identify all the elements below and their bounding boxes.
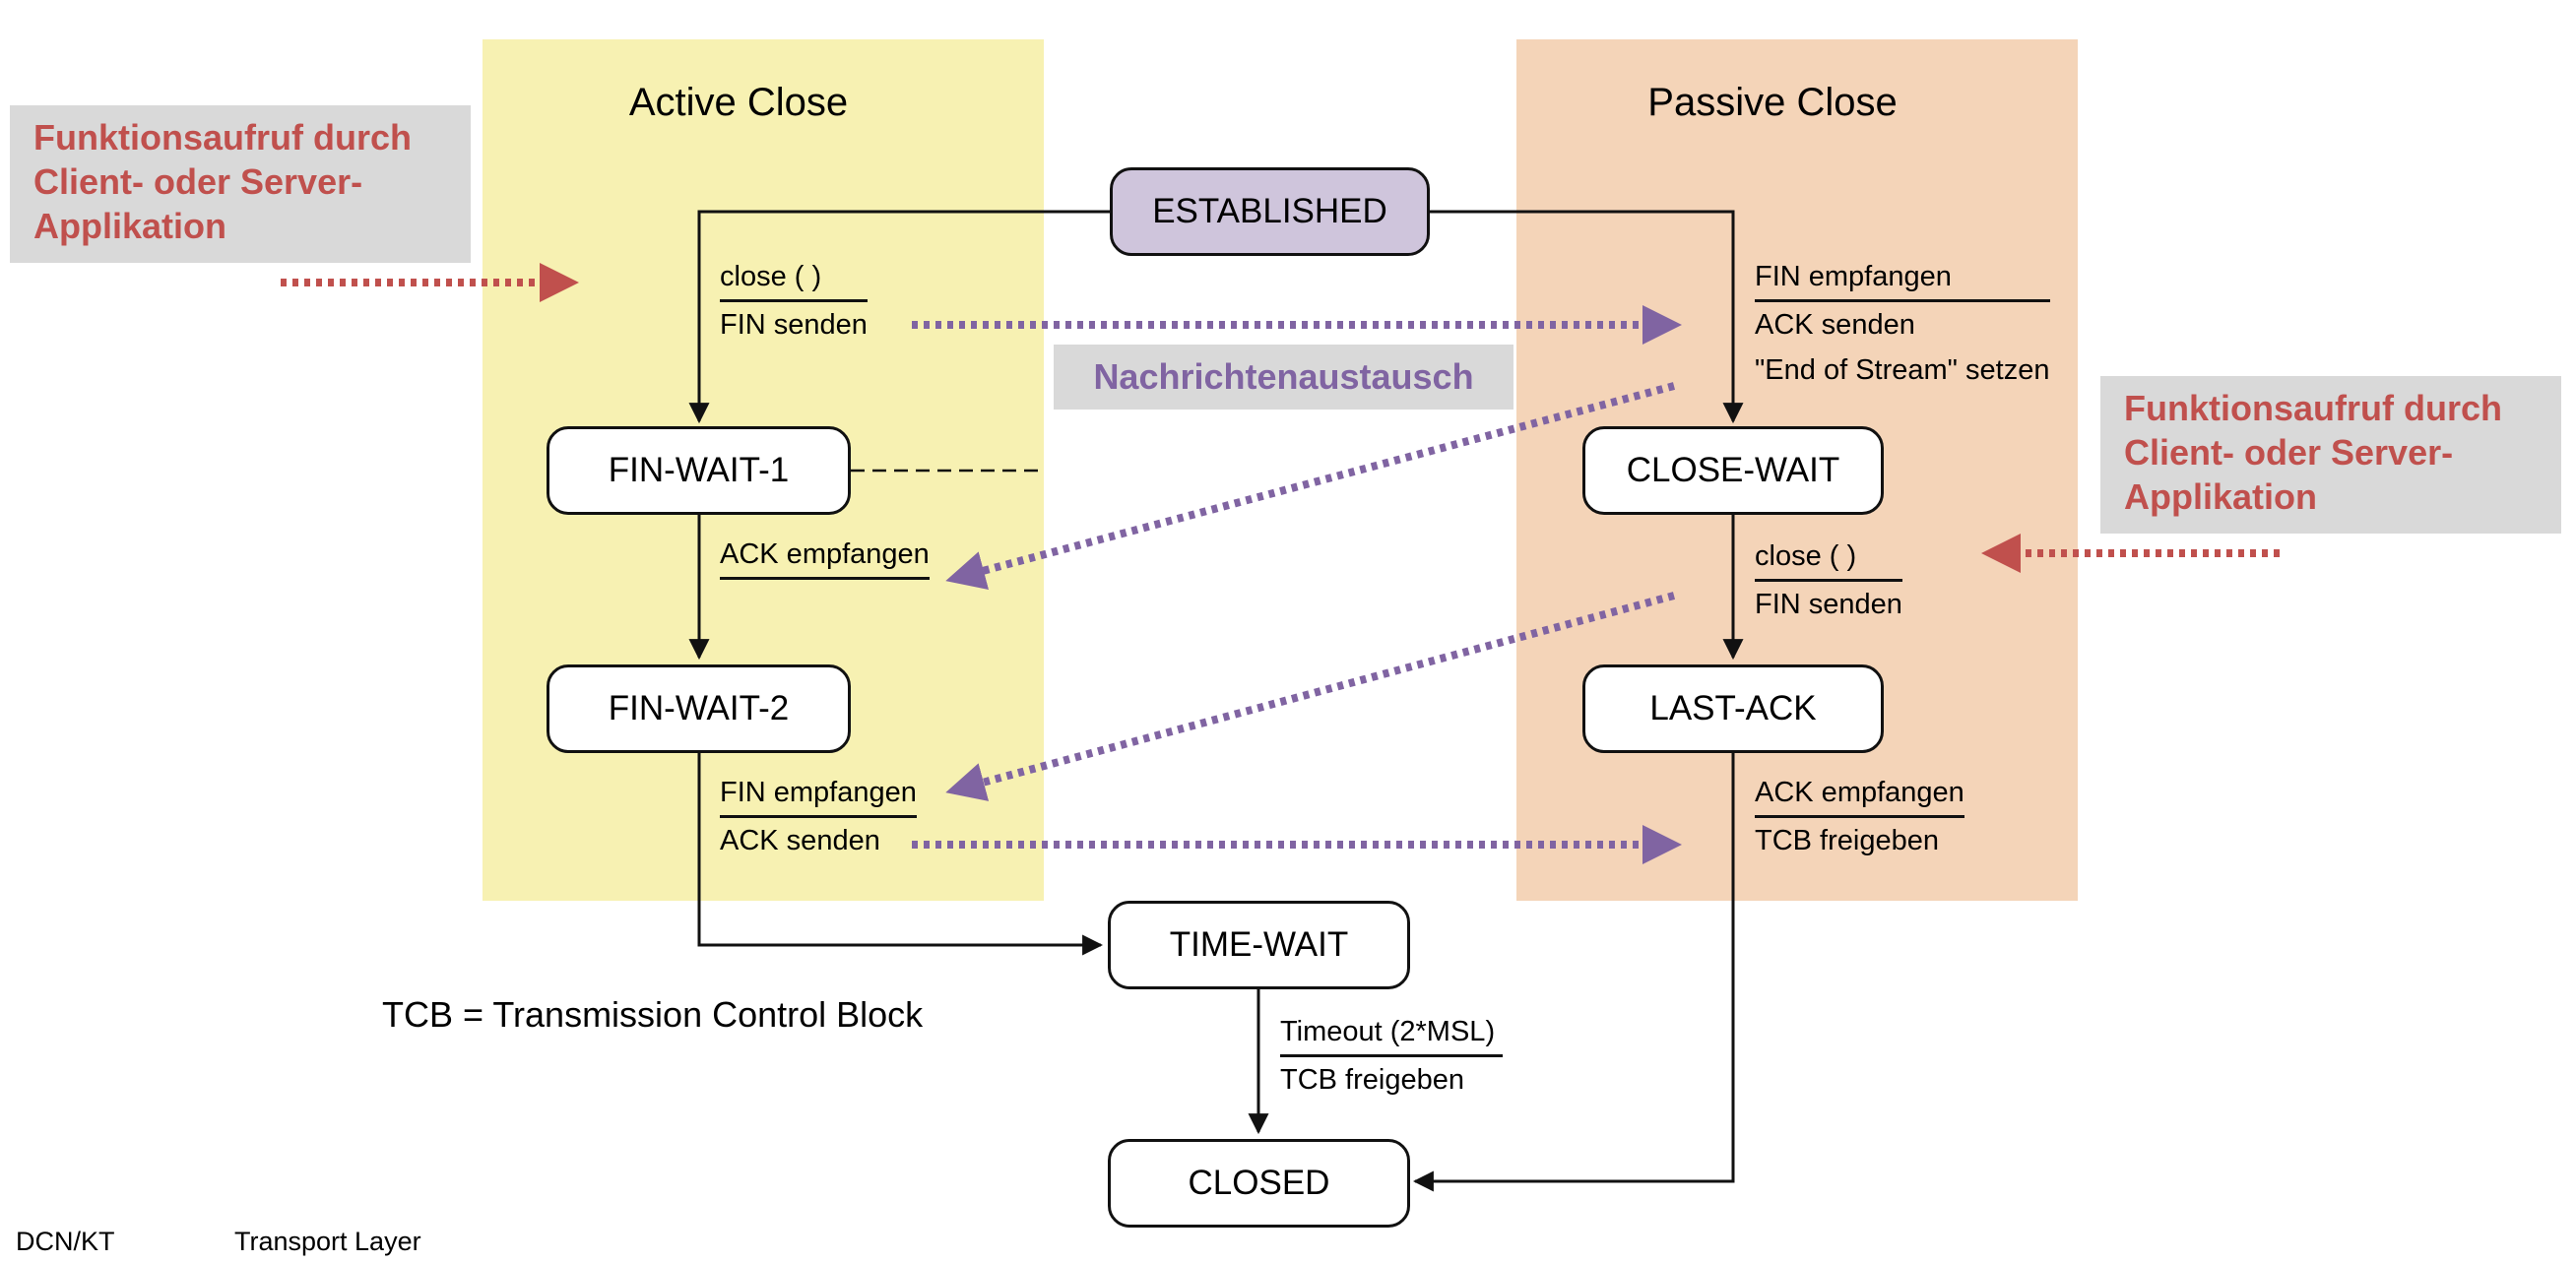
label-event: close ( ) (1755, 534, 1902, 582)
label-event: FIN empfangen (1755, 254, 2050, 302)
label-fin-received-ack-send: FIN empfangen ACK senden (720, 770, 917, 863)
message-ack-passive-to-active (945, 382, 1676, 591)
state-closed: CLOSED (1108, 1139, 1410, 1228)
callout-right-function-call: Funktionsaufruf durch Client- oder Serve… (2100, 376, 2561, 534)
label-passive-ack-received: ACK empfangen TCB freigeben (1755, 770, 1964, 863)
arrow-last-ack-to-closed (1412, 753, 1735, 1192)
active-close-title: Active Close (628, 81, 849, 124)
callout-line: Applikation (2124, 476, 2317, 517)
label-event: Timeout (2*MSL) (1280, 1009, 1504, 1057)
label-passive-close-fin-send: close ( ) FIN senden (1755, 534, 1902, 627)
label-action: FIN senden (1755, 589, 1902, 620)
callout-line: Client- oder Server- (2124, 432, 2454, 473)
arrow-established-to-close-wait (1430, 210, 1744, 424)
callout-line: Client- oder Server- (33, 161, 363, 202)
label-ack-received: ACK empfangen (720, 532, 930, 580)
label-action: TCB freigeben (1755, 825, 1939, 856)
callout-line: Applikation (33, 206, 226, 246)
label-event: ACK empfangen (720, 532, 930, 580)
label-timeout: Timeout (2*MSL) TCB freigeben (1280, 1009, 1504, 1103)
arrow-fin-wait-2-to-time-wait (697, 753, 1104, 956)
message-exchange-label: Nachrichtenaustausch (1054, 345, 1513, 410)
state-close-wait: CLOSE-WAIT (1582, 426, 1884, 515)
label-close-fin-send: close ( ) FIN senden (720, 254, 868, 347)
label-action: FIN senden (720, 309, 868, 341)
tcb-note: TCB = Transmission Control Block (382, 994, 924, 1035)
state-fin-wait-1: FIN-WAIT-1 (547, 426, 851, 515)
label-passive-fin-received: FIN empfangen ACK senden "End of Stream"… (1755, 254, 2050, 393)
state-time-wait: TIME-WAIT (1108, 901, 1410, 989)
passive-close-title: Passive Close (1647, 81, 1898, 124)
callout-left-function-call: Funktionsaufruf durch Client- oder Serve… (10, 105, 471, 263)
callout-line: Funktionsaufruf durch (2124, 388, 2502, 428)
message-fin-passive-to-active (945, 592, 1676, 801)
state-fin-wait-2: FIN-WAIT-2 (547, 664, 851, 753)
footer-center: Transport Layer (234, 1227, 421, 1256)
arrow-established-to-fin-wait-1 (688, 210, 1110, 424)
callout-line: Funktionsaufruf durch (33, 117, 412, 158)
label-action: ACK senden (1755, 309, 1915, 341)
footer-left: DCN/KT (16, 1227, 115, 1256)
label-event: FIN empfangen (720, 770, 917, 818)
label-event: close ( ) (720, 254, 868, 302)
label-action: ACK senden (720, 825, 880, 856)
state-established: ESTABLISHED (1110, 167, 1430, 256)
label-extra: "End of Stream" setzen (1755, 354, 2050, 386)
label-event: ACK empfangen (1755, 770, 1964, 818)
label-action: TCB freigeben (1280, 1064, 1464, 1096)
state-last-ack: LAST-ACK (1582, 664, 1884, 753)
